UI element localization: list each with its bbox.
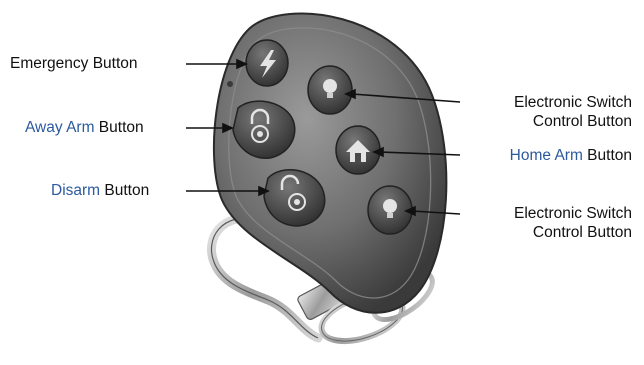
disarm-label: Disarm Button [51,181,149,200]
away-arm-label-rest: Button [95,119,144,136]
switch-bottom-label-line2: Control Button [514,223,632,242]
led-indicator [227,81,233,87]
home-arm-label-highlight: Home Arm [510,147,583,164]
disarm-label-highlight: Disarm [51,182,100,199]
switch-bottom-label-line1: Electronic Switch [514,204,632,223]
emergency-label-text: Emergency Button [10,55,138,72]
switch-top-label-line2: Control Button [514,112,632,131]
electronic-switch-top-button[interactable] [308,66,352,114]
home-arm-button[interactable] [336,126,380,174]
switch-top-label: Electronic Switch Control Button [514,93,632,131]
emergency-button[interactable] [246,40,288,86]
electronic-switch-bottom-button[interactable] [368,186,412,234]
away-arm-label: Away Arm Button [25,118,144,137]
disarm-label-rest: Button [100,182,149,199]
home-arm-label: Home Arm Button [510,146,632,165]
switch-bottom-label: Electronic Switch Control Button [514,204,632,242]
away-arm-label-highlight: Away Arm [25,119,95,136]
switch-top-label-line1: Electronic Switch [514,93,632,112]
emergency-label: Emergency Button [10,54,138,73]
home-arm-label-rest: Button [583,147,632,164]
